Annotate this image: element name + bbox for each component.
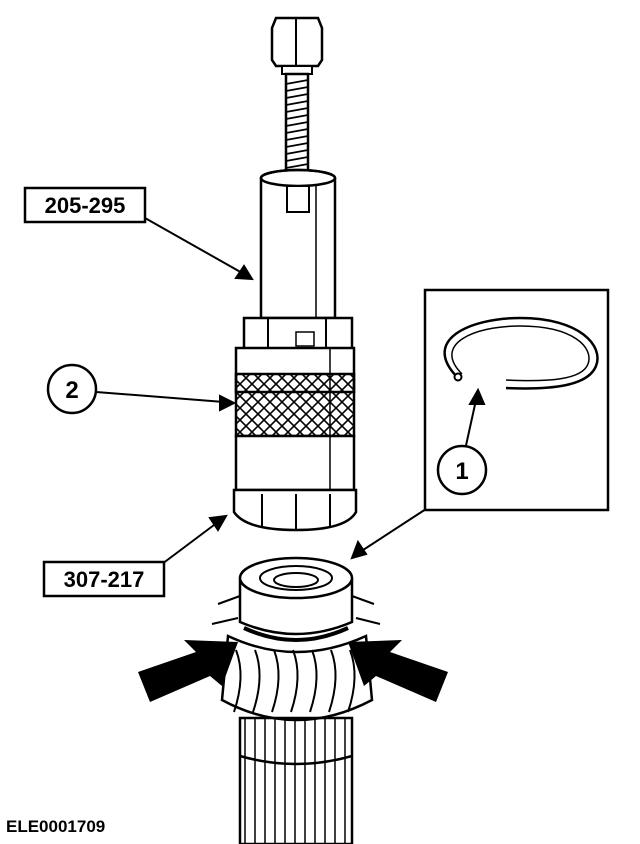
remover-sleeve xyxy=(242,168,354,352)
collet-body xyxy=(234,346,356,492)
leader-lines xyxy=(95,217,486,565)
snap-ring xyxy=(443,316,599,390)
output-shaft xyxy=(238,716,354,844)
gear-teeth xyxy=(233,649,356,713)
press-arrow-left-icon xyxy=(138,640,238,702)
knurled-grip xyxy=(234,372,356,438)
forcing-screw xyxy=(270,16,324,184)
callout-item-1: 1 xyxy=(436,444,488,496)
press-arrow-right-icon xyxy=(348,640,448,702)
gear-and-shaft xyxy=(211,595,381,844)
tool-number-label: 205-295 xyxy=(45,193,126,218)
bearing xyxy=(238,556,354,642)
item-number-label: 1 xyxy=(455,458,468,485)
callout-item-2: 2 xyxy=(46,363,98,415)
callout-205-295: 205-295 xyxy=(23,186,147,224)
figure-id: ELE0001709 xyxy=(6,817,105,836)
tool-number-label: 307-217 xyxy=(64,567,145,592)
item-number-label: 2 xyxy=(65,377,78,404)
sleeve-slot xyxy=(286,185,310,213)
callout-307-217: 307-217 xyxy=(42,560,166,598)
collet xyxy=(232,488,358,532)
